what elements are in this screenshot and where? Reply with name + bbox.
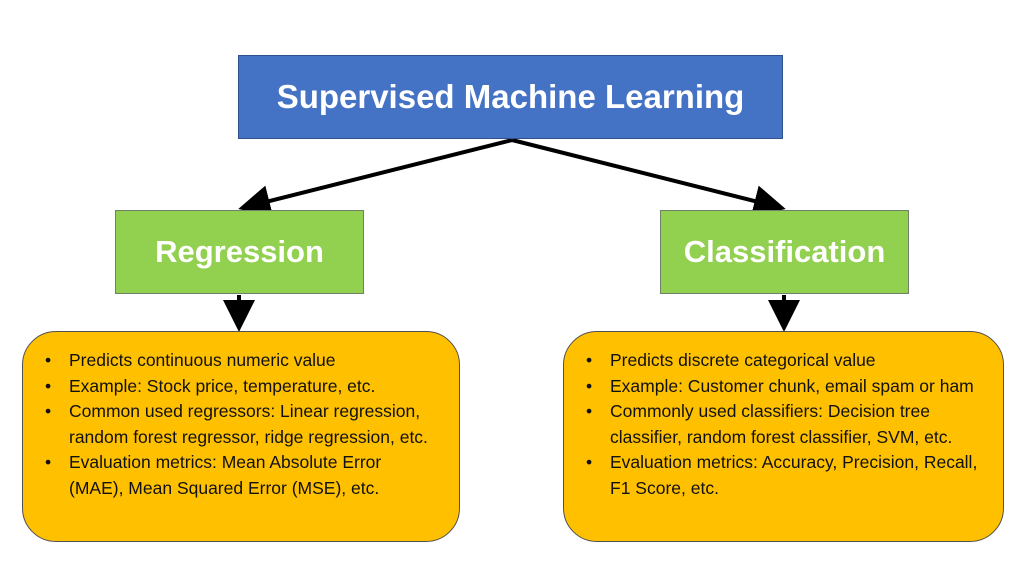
detail-item: Evaluation metrics: Accuracy, Precision,…	[578, 450, 983, 501]
classification-details-list: Predicts discrete categorical value Exam…	[578, 348, 983, 501]
detail-item: Example: Stock price, temperature, etc.	[37, 374, 439, 400]
root-node: Supervised Machine Learning	[238, 55, 783, 139]
detail-item: Common used regressors: Linear regressio…	[37, 399, 439, 450]
arrow-root-to-classification	[511, 138, 786, 217]
regression-details: Predicts continuous numeric value Exampl…	[22, 331, 460, 542]
regression-node-label: Regression	[155, 234, 324, 269]
classification-node-label: Classification	[683, 234, 886, 269]
classification-node: Classification	[660, 210, 909, 294]
detail-item: Commonly used classifiers: Decision tree…	[578, 399, 983, 450]
arrow-root-to-regression	[238, 138, 513, 217]
classification-details: Predicts discrete categorical value Exam…	[563, 331, 1004, 542]
detail-item: Example: Customer chunk, email spam or h…	[578, 374, 983, 400]
detail-item: Predicts continuous numeric value	[37, 348, 439, 374]
root-node-label: Supervised Machine Learning	[276, 78, 745, 115]
regression-node: Regression	[115, 210, 364, 294]
detail-item: Predicts discrete categorical value	[578, 348, 983, 374]
regression-details-list: Predicts continuous numeric value Exampl…	[37, 348, 439, 501]
detail-item: Evaluation metrics: Mean Absolute Error …	[37, 450, 439, 501]
